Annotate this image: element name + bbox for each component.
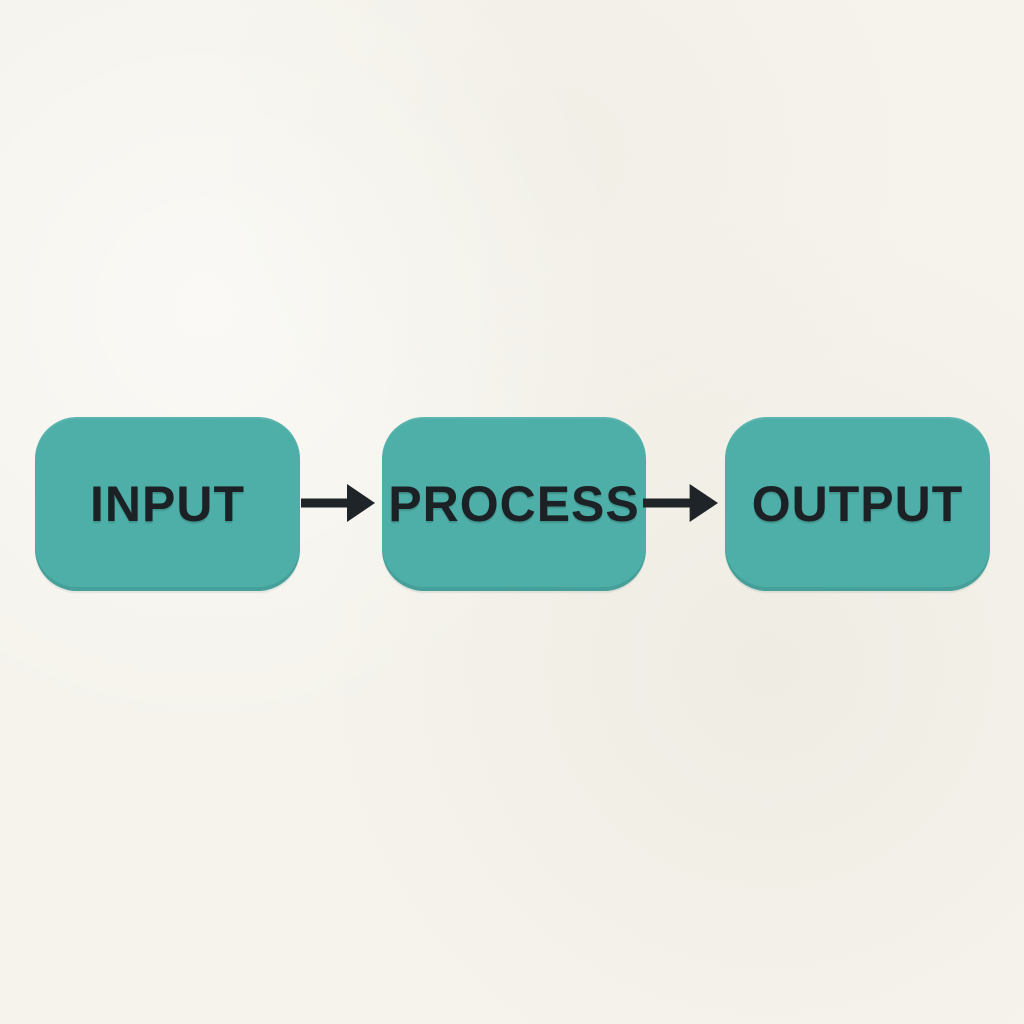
node-output: OUTPUT — [725, 417, 990, 591]
node-input: INPUT — [35, 417, 300, 591]
node-input-label: INPUT — [90, 476, 245, 532]
flow-arrow-input-to-process — [301, 481, 375, 525]
node-output-label: OUTPUT — [751, 476, 964, 532]
flow-arrow-process-to-output — [643, 481, 718, 525]
arrow-right-icon — [301, 484, 375, 522]
node-process: PROCESS — [382, 417, 646, 591]
node-process-label: PROCESS — [388, 476, 640, 532]
arrow-right-icon — [643, 484, 718, 522]
